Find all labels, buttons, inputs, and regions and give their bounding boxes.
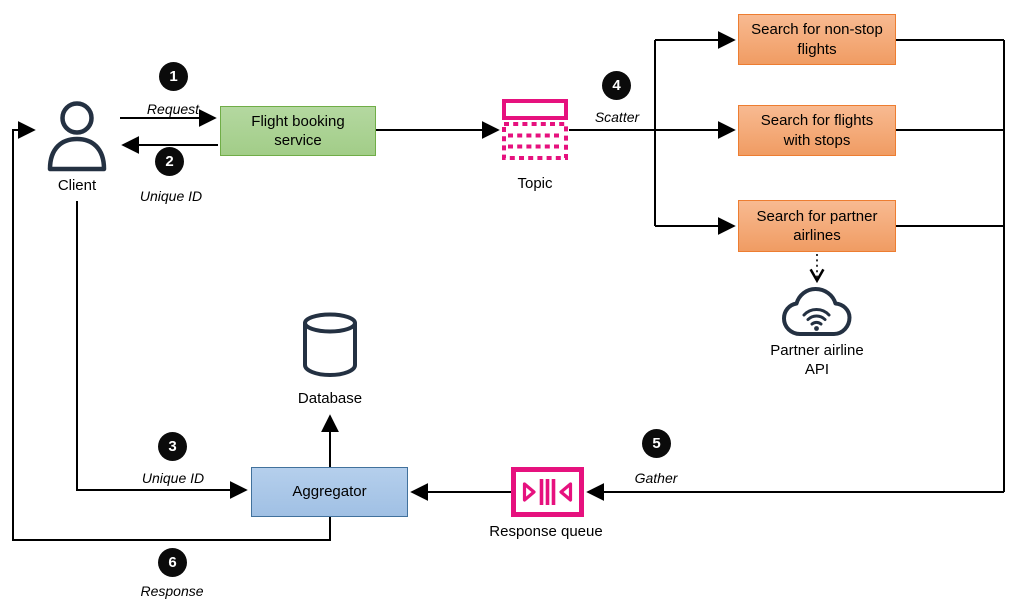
search-stops-label: Search for flights with stops: [760, 112, 874, 149]
step-caption-response: Response: [140, 583, 204, 599]
database-cylinder-icon: [303, 312, 357, 378]
partner-api-label: Partner airline API: [770, 342, 864, 378]
node-search-nonstop: Search for non-stop flights: [738, 14, 896, 65]
step-badge-1: 1: [159, 62, 188, 91]
step-badge-4: 4: [602, 71, 631, 100]
response-queue-label: Response queue: [489, 523, 603, 540]
step-badge-5: 5: [642, 429, 671, 458]
search-partner-label: Search for partner airlines: [756, 207, 878, 245]
node-aggregator: Aggregator: [251, 467, 408, 517]
topic-label: Topic: [517, 175, 553, 192]
database-label: Database: [297, 390, 363, 407]
message-queue-icon: [511, 467, 584, 517]
step-caption-request: Request: [146, 101, 200, 117]
topic-icon: [502, 99, 568, 160]
node-flight-booking-service: Flight booking service: [220, 106, 376, 156]
step-badge-6: 6: [158, 548, 187, 577]
step-caption-gather: Gather: [634, 470, 678, 486]
cloud-wifi-icon: [782, 287, 852, 336]
step-badge-3: 3: [158, 432, 187, 461]
flight-booking-service-label: Flight booking service: [251, 112, 345, 150]
search-nonstop-label: Search for non-stop flights: [751, 21, 883, 58]
aggregator-label: Aggregator: [292, 483, 367, 501]
step-badge-2: 2: [155, 147, 184, 176]
step-caption-unique-id-3: Unique ID: [141, 470, 205, 486]
edge-client-to-aggregator: [76, 201, 248, 499]
edge-response-loop: [12, 121, 331, 541]
node-search-stops: Search for flights with stops: [738, 105, 896, 156]
node-search-partner: Search for partner airlines: [738, 200, 896, 252]
client-label: Client: [57, 177, 97, 194]
step-caption-scatter: Scatter: [594, 109, 640, 125]
person-icon: [47, 101, 107, 172]
step-caption-unique-id-2: Unique ID: [139, 188, 203, 204]
